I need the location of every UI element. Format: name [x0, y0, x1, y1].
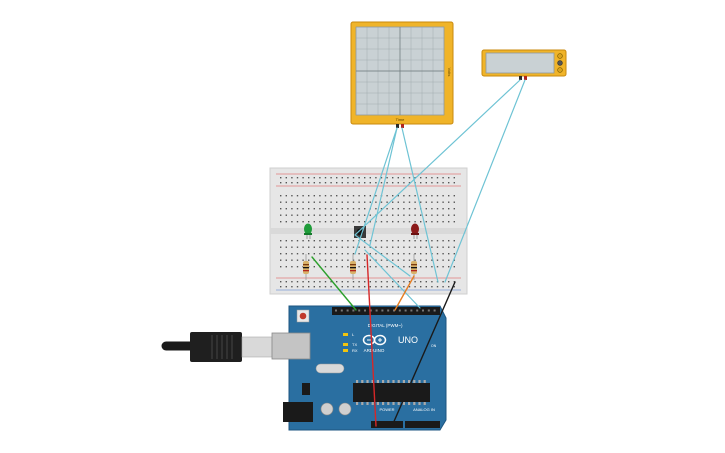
- digital-header[interactable]: [332, 307, 440, 315]
- oscilloscope-probe-terminal[interactable]: [396, 124, 399, 128]
- usb-plug[interactable]: [190, 332, 242, 362]
- wire[interactable]: [354, 127, 398, 255]
- wire[interactable]: [444, 79, 526, 283]
- multimeter-terminal-icon[interactable]: [557, 60, 563, 66]
- wire[interactable]: [369, 127, 398, 246]
- usb-port: [271, 332, 311, 360]
- oscilloscope-probe-terminal[interactable]: [401, 124, 404, 128]
- green-led[interactable]: [304, 223, 312, 240]
- multimeter-terminal-icon[interactable]: [557, 53, 563, 59]
- rx-indicator: [343, 349, 348, 352]
- red-led[interactable]: [411, 223, 419, 240]
- wires[interactable]: [311, 79, 526, 427]
- tx-indicator: [343, 343, 348, 346]
- reset-button[interactable]: [299, 312, 307, 320]
- analog-label: ANALOG IN: [413, 407, 435, 412]
- capacitor: [320, 402, 334, 416]
- multimeter-terminal-icon[interactable]: [557, 67, 563, 73]
- resistor[interactable]: [350, 254, 356, 280]
- oscilloscope-time-label: Time: [396, 117, 406, 122]
- power-label: POWER: [379, 407, 394, 412]
- wire[interactable]: [364, 249, 421, 309]
- analog-header[interactable]: [405, 421, 440, 428]
- wire[interactable]: [354, 79, 521, 277]
- l-indicator: [343, 333, 348, 336]
- wire[interactable]: [394, 275, 415, 311]
- tx-label: TX: [352, 342, 357, 347]
- oscilloscope[interactable]: Volts Time: [350, 21, 454, 128]
- capacitor: [338, 402, 352, 416]
- multimeter-probe-terminal[interactable]: [519, 76, 522, 80]
- multimeter[interactable]: [481, 49, 567, 80]
- microcontroller-chip: [353, 383, 430, 402]
- on-label: ON: [431, 344, 437, 348]
- wire[interactable]: [311, 256, 357, 311]
- l-label: L: [352, 332, 355, 337]
- digital-header-label: DIGITAL (PWM~): [368, 323, 403, 328]
- wire[interactable]: [391, 281, 456, 427]
- power-header[interactable]: [371, 421, 403, 428]
- resistor[interactable]: [411, 254, 417, 280]
- wire[interactable]: [366, 254, 377, 427]
- breadboard-center-channel: [270, 228, 467, 234]
- multimeter-display: [485, 52, 555, 74]
- oscilloscope-volts-label: Volts: [447, 68, 452, 77]
- wire[interactable]: [401, 127, 439, 283]
- multimeter-probe-terminal[interactable]: [524, 76, 527, 80]
- arduino-model: UNO: [398, 335, 418, 345]
- arduino-logo-icon: [362, 334, 387, 346]
- rx-label: RX: [352, 348, 358, 353]
- arduino-brand: ARDUINO: [364, 348, 385, 353]
- arduino-uno[interactable]: DIGITAL (PWM~) L TX RX ARDUINO UNO ON PO…: [161, 305, 447, 431]
- breadboard-holes: [280, 177, 455, 288]
- digital-pins: [335, 309, 436, 312]
- resistor[interactable]: [303, 254, 309, 280]
- power-jack: [283, 402, 313, 422]
